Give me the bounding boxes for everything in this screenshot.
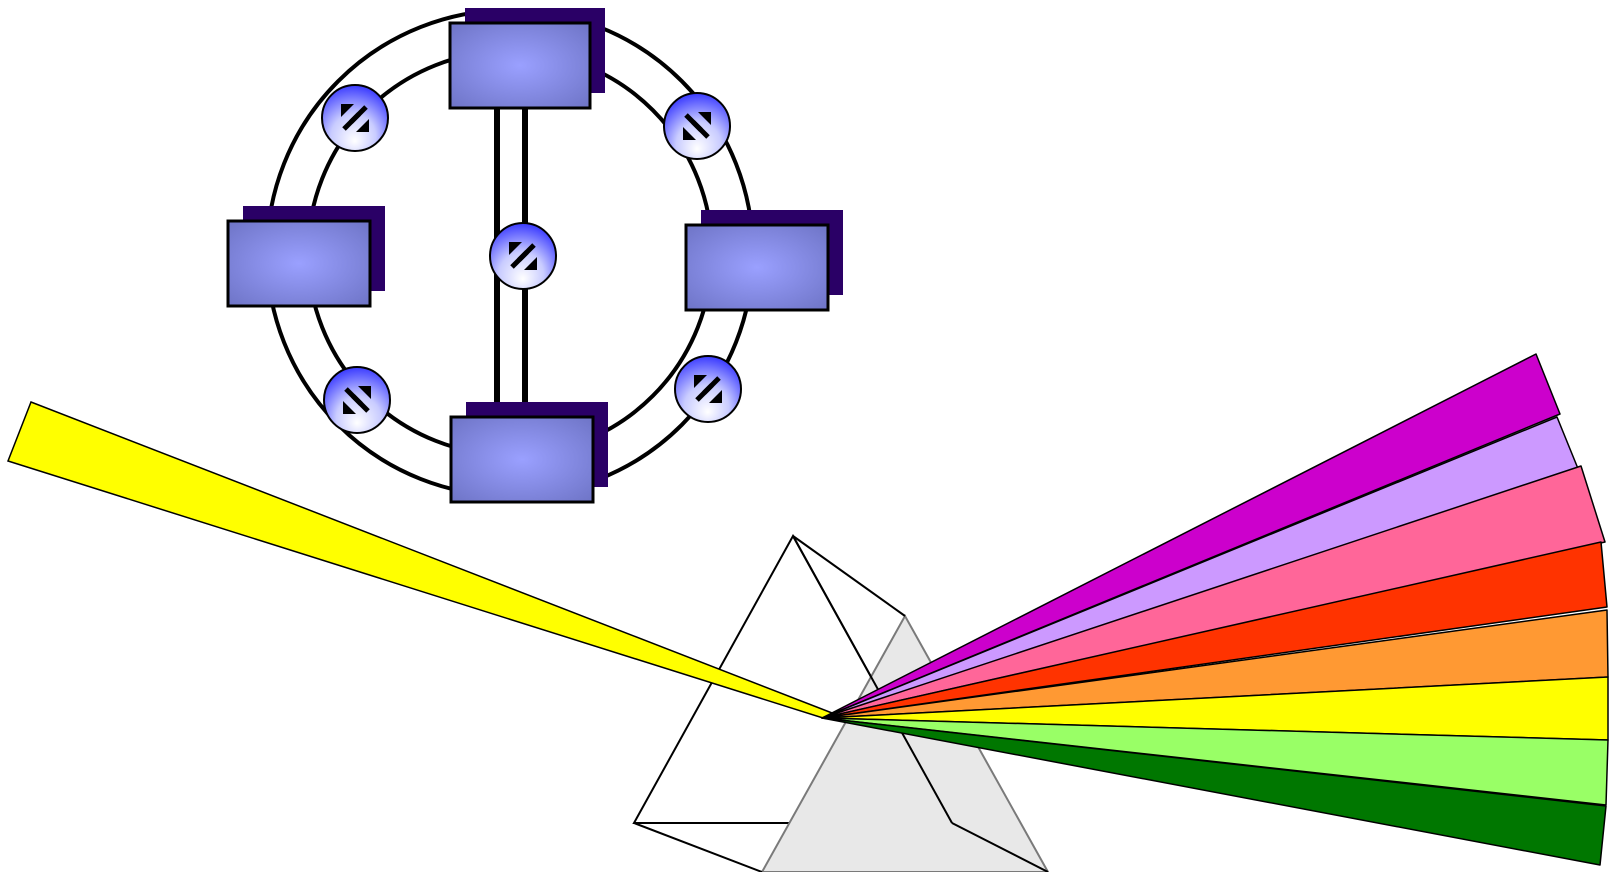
spectrum-band-red (821, 541, 1608, 719)
network-node-right (684, 210, 843, 312)
switch-center (489, 222, 557, 290)
incident-light-beam (7, 401, 846, 719)
triangular-prism-icon (632, 533, 1050, 872)
spectrum-fan (821, 353, 1609, 866)
network-node-top (448, 8, 605, 110)
switch-lower-left (323, 366, 391, 434)
spectrum-band-green (821, 717, 1607, 866)
switch-upper-right (663, 92, 731, 160)
prism-edge-right (951, 822, 1049, 872)
network-node-bottom (449, 402, 608, 504)
prism-edge-top (792, 535, 906, 617)
network-node-left (226, 206, 385, 308)
ring-network (226, 8, 843, 504)
spectrum-band-violet (821, 353, 1561, 719)
prism-edge-left (633, 822, 763, 872)
switch-upper-left (321, 84, 389, 152)
switch-lower-right (674, 355, 742, 423)
